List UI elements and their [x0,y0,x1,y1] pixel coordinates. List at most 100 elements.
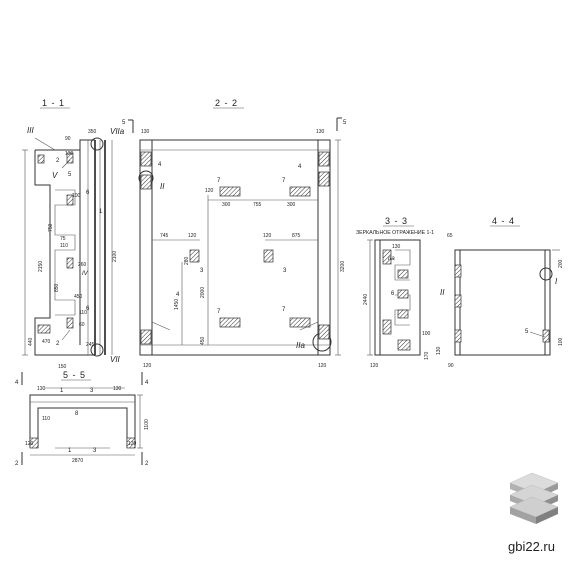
dim-65: 65 [447,233,453,239]
dim-875: 875 [292,233,301,239]
dim-110: 110 [60,243,68,249]
dim-150: 150 [58,364,67,370]
dim-1450: 1450 [174,299,180,310]
section-title-2-2: 2 - 2 [215,98,238,108]
roman-VII: VII [110,355,121,364]
dim-100-44: 100 [558,337,564,346]
dim-120-33: 120 [370,363,379,369]
mark-7-c: 7 [217,309,221,315]
dim-755: 755 [253,202,262,208]
roman-IIc: II [440,288,445,297]
dim-170: 170 [424,351,430,360]
mark-8-55: 8 [75,411,79,417]
dim-120-c: 120 [263,233,272,239]
mark-7-d: 7 [282,307,286,313]
dim-450: 450 [74,294,83,300]
dim-450-b: 450 [200,336,206,345]
dim-130-33: 130 [392,244,401,250]
watermark-text: gbi22.ru [508,539,555,554]
mark-6-top: 6 [86,190,90,196]
mark-4-tr: 4 [298,164,302,170]
view-2-2: 5 5 II IIа 4 4 7 7 3 3 4 7 7 130 130 120… [122,117,347,369]
mark-7-b: 7 [282,178,286,184]
section-title-3-3: 3 - 3 [385,216,408,226]
cut-2-right: 2 [145,461,149,467]
mark-6-33: 6 [391,291,395,297]
roman-VIIa: VIIа [110,127,125,136]
dim-130-55a: 130 [37,386,46,392]
dim-90: 90 [65,136,71,142]
cut-4-left: 4 [15,380,19,386]
section-title-1-1: 1 - 1 [42,98,65,108]
mark-2-top: 2 [56,158,60,164]
dim-110-55: 110 [42,416,50,422]
cut-5-right: 5 [343,120,347,126]
logo [509,472,559,524]
dim-350: 350 [88,129,97,135]
dim-2870: 2870 [72,458,83,464]
roman-V: V [52,171,58,180]
dim-440: 440 [28,337,34,346]
mark-7-a: 7 [217,178,221,184]
mark-3-55: 3 [90,388,94,394]
dim-1100: 1100 [144,419,150,430]
dim-850: 850 [54,283,60,292]
dim-90-44: 90 [448,363,454,369]
dim-120-55a: 120 [25,441,34,447]
mark-5: 5 [68,172,72,178]
dim-120-d: 120 [143,363,152,369]
dim-300-a: 300 [222,202,231,208]
roman-IIb: IIа [388,256,395,262]
dim-750: 750 [48,223,54,232]
dim-2150: 2150 [38,261,44,272]
mark-2-bottom: 2 [56,341,60,347]
dim-130-55b: 130 [113,386,122,392]
mark-4-mid: 4 [176,292,180,298]
view-3-3: 2440 130 170 100 120 IIа 6 [363,239,431,369]
cut-2-left: 2 [15,461,19,467]
dim-130-tl: 130 [141,129,150,135]
mark-6-bottom: 6 [86,306,90,312]
dim-120-b: 120 [188,233,197,239]
section-titles: 1 - 1 2 - 2 3 - 3 ЗЕРКАЛЬНОЕ ОТРАЖЕНИЕ 1… [40,98,520,381]
cut-4-right: 4 [145,380,149,386]
dim-470: 470 [42,339,51,345]
roman-III: III [27,126,34,135]
dim-130-44: 130 [436,346,442,355]
dim-110b: 110 [79,310,87,316]
section-title-5-5: 5 - 5 [63,370,86,380]
view-1-1: III V VIIа VII IV 2 5 6 1 6 2 350 90 130… [22,126,125,370]
dim-245: 245 [86,342,95,348]
mark-1-55: 1 [60,388,64,394]
dim-3200: 3200 [340,261,346,272]
cut-5-left: 5 [122,120,126,126]
mark-3-55b: 3 [93,448,97,454]
mirror-note: ЗЕРКАЛЬНОЕ ОТРАЖЕНИЕ 1-1 [356,230,434,236]
mark-1-55b: 1 [68,448,72,454]
dim-100: 100 [72,193,81,199]
dim-2000: 2000 [200,287,206,298]
dim-120-e: 120 [318,363,327,369]
roman-II: II [160,182,165,191]
mark-1: 1 [99,209,103,215]
mark-4-tl: 4 [158,162,162,168]
mark-3-a: 3 [200,268,204,274]
view-5-5: 4 4 2 2 130 130 1 3 8 1 3 2870 1100 120 … [15,372,150,467]
roman-IV: IV [82,271,89,277]
mark-3-b: 3 [283,268,287,274]
dim-300-b: 300 [287,202,296,208]
mark-5-44: 5 [525,329,529,335]
dim-75: 75 [60,236,66,242]
roman-I: I [555,277,558,286]
section-title-4-4: 4 - 4 [492,216,515,226]
dim-260: 260 [78,262,87,268]
dim-130-tr: 130 [316,129,325,135]
dim-120-a: 120 [205,188,214,194]
dim-130: 130 [65,151,74,157]
roman-IIa: IIа [296,341,305,350]
dim-745: 745 [160,233,169,239]
dim-100-33: 100 [422,331,431,337]
dim-200: 200 [558,259,564,268]
dim-2440: 2440 [363,294,369,305]
